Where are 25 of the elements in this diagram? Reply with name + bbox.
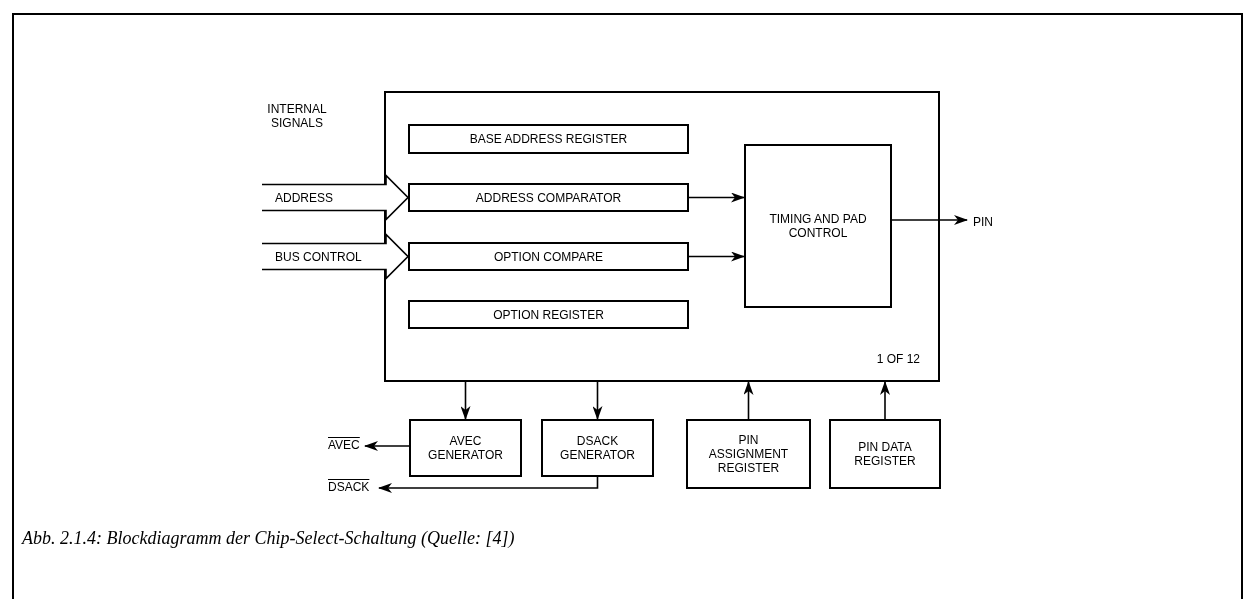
arrow	[460, 381, 471, 420]
signal-name: AVEC	[328, 438, 360, 452]
comparator-box: OPTION COMPARE	[408, 242, 689, 271]
arrow	[364, 441, 410, 451]
arrow	[688, 251, 745, 262]
generator-box: AVEC GENERATOR	[409, 419, 522, 477]
chip-select-block	[384, 91, 940, 382]
register-box: PIN DATA REGISTER	[829, 419, 941, 489]
arrow	[592, 381, 603, 420]
signal-name: DSACK	[328, 480, 370, 494]
arrow	[880, 381, 890, 420]
register-box: BASE ADDRESS REGISTER	[408, 124, 689, 154]
control-box: TIMING AND PAD CONTROL	[744, 144, 892, 308]
generator-box: DSACK GENERATOR	[541, 419, 654, 477]
register-box: OPTION REGISTER	[408, 300, 689, 329]
arrow	[378, 476, 599, 493]
register-box: PIN ASSIGNMENT REGISTER	[686, 419, 811, 489]
block-note: 1 OF 12	[876, 352, 920, 366]
arrow	[743, 381, 754, 420]
figure-caption: Abb. 2.1.4: Blockdiagramm der Chip-Select-Schaltung (Quelle: [4])	[22, 528, 515, 549]
annotation: INTERNAL SIGNALS	[266, 102, 328, 130]
arrow	[891, 215, 968, 225]
arrow	[688, 192, 745, 203]
signal-name: PIN	[973, 215, 993, 229]
comparator-box: ADDRESS COMPARATOR	[408, 183, 689, 212]
